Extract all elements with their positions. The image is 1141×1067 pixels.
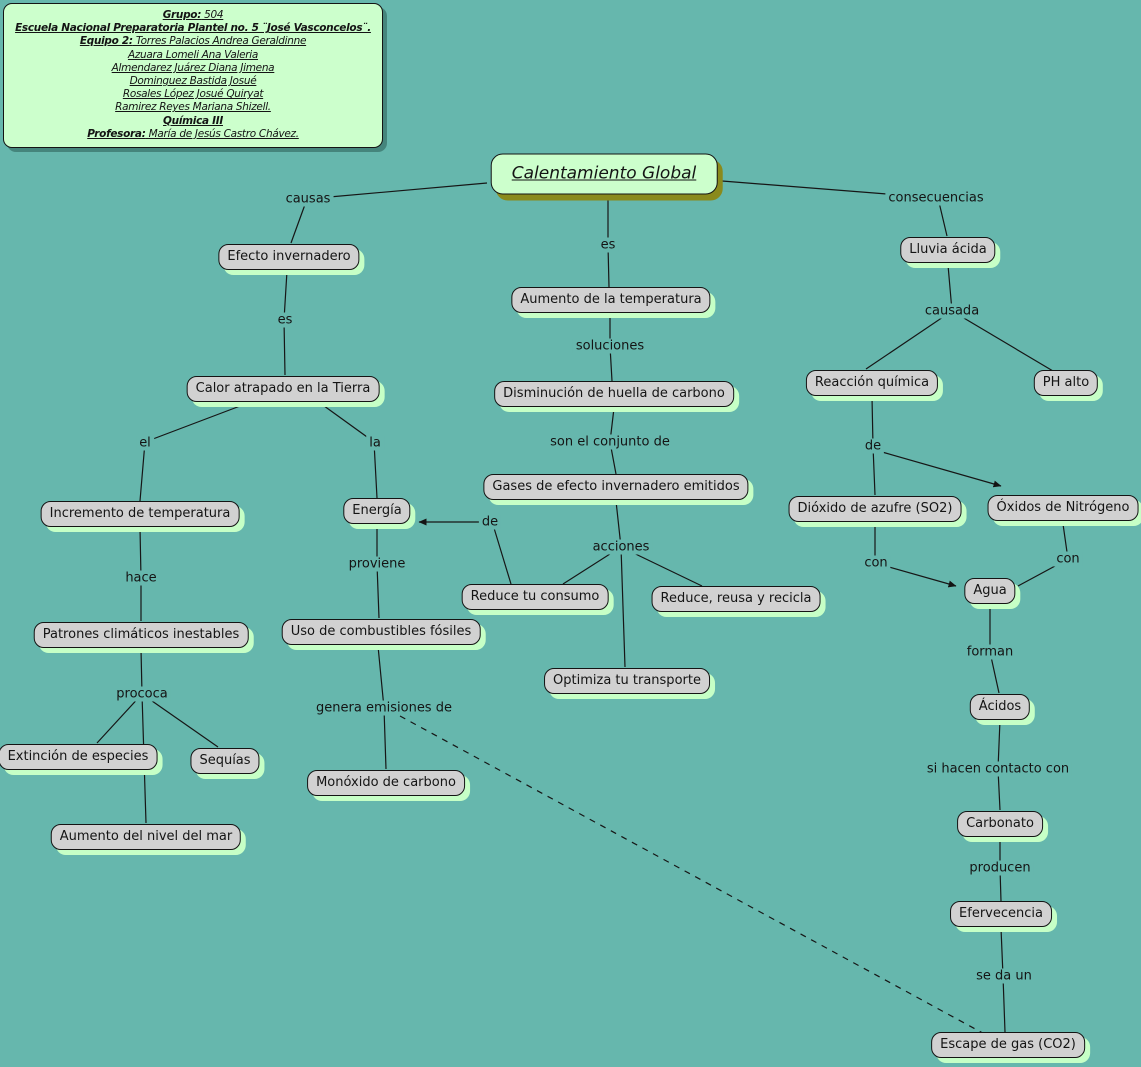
header-line: Ramirez Reyes Mariana Shizell. [5,101,381,114]
link-label-con-derecha[interactable]: con [1053,551,1083,567]
node-escape-gas-co2[interactable]: Escape de gas (CO2) [931,1032,1085,1058]
edge-dashed-genera-escape [399,715,991,1038]
link-label-se-da-un[interactable]: se da un [973,968,1035,984]
node-oxidos-nitrogeno[interactable]: Óxidos de Nitrógeno [987,495,1139,521]
node-gases-efecto-invernadero[interactable]: Gases de efecto invernadero emitidos [483,474,749,500]
header-line: Almendarez Juárez Diana Jimena [5,62,381,75]
header-line: Azuara Lomeli Ana Valeria [5,49,381,62]
link-label-proviene[interactable]: proviene [345,556,409,572]
link-label-la[interactable]: la [366,435,384,451]
node-ph-alto[interactable]: PH alto [1033,370,1099,396]
link-label-forman[interactable]: forman [963,644,1017,660]
node-patrones-climaticos[interactable]: Patrones climáticos inestables [33,622,249,648]
header-info-box[interactable]: Grupo: 504 Escuela Nacional Preparatoria… [3,3,383,149]
header-label: Química III [163,114,223,127]
link-label-prococa[interactable]: prococa [113,686,171,702]
node-calentamiento-global[interactable]: Calentamiento Global [490,153,718,195]
node-efervecencia[interactable]: Efervecencia [950,901,1052,927]
edge-reduceconsumo-de [493,527,512,585]
header-label: Grupo: [162,9,202,21]
node-reduce-reusa-recicla[interactable]: Reduce, reusa y recicla [651,586,821,612]
node-incremento-temperatura[interactable]: Incremento de temperatura [40,501,240,527]
link-label-producen[interactable]: producen [966,860,1034,876]
header-label: Escuela Nacional Preparatoria Plantel no… [15,22,371,35]
header-text: María de Jesús Castro Chávez. [145,127,299,140]
node-aumento-nivel-mar[interactable]: Aumento del nivel del mar [50,824,242,850]
node-reduce-tu-consumo[interactable]: Reduce tu consumo [461,584,609,610]
header-line: Escuela Nacional Preparatoria Plantel no… [5,22,381,35]
node-uso-combustibles-fosiles[interactable]: Uso de combustibles fósiles [281,619,481,645]
node-dioxido-azufre[interactable]: Dióxido de azufre (SO2) [788,496,962,522]
node-agua[interactable]: Agua [964,578,1016,604]
node-lluvia-acida[interactable]: Lluvia ácida [900,237,996,263]
link-label-de-centro[interactable]: de [478,514,502,530]
header-text: 504 [201,9,224,21]
link-label-si-hacen-contacto-con[interactable]: si hacen contacto con [923,761,1073,777]
header-text: Ramirez Reyes Mariana Shizell. [115,101,271,114]
edge-acciones-optimiza [620,546,626,668]
header-text: Dominguez Bastida Josué [129,75,257,88]
header-line: Dominguez Bastida Josué [5,75,381,88]
link-label-consecuencias[interactable]: consecuencias [885,190,987,206]
node-extincion-especies[interactable]: Extinción de especies [0,744,158,770]
header-line: Profesora: María de Jesús Castro Chávez. [5,128,381,141]
header-text: Azuara Lomeli Ana Valeria [127,48,259,61]
link-label-genera-emisiones-de[interactable]: genera emisiones de [313,700,455,716]
edge-energia-proviene-uso [376,525,380,619]
link-label-es-izquierda[interactable]: es [274,312,296,328]
edge-de-oxidos-arrow [881,451,1002,488]
node-disminucion-huella[interactable]: Disminución de huella de carbono [494,381,734,407]
node-calor-atrapado[interactable]: Calor atrapado en la Tierra [186,376,380,402]
link-label-soluciones[interactable]: soluciones [572,338,648,354]
node-aumento-de-la-temperatura[interactable]: Aumento de la temperatura [511,287,711,313]
edge-prococa-sequias [141,693,219,748]
header-line: Grupo: 504 [5,9,381,22]
header-line: Química III [5,115,381,128]
link-label-de-derecha[interactable]: de [861,438,885,454]
link-label-con-izquierda[interactable]: con [861,555,891,571]
header-line: Equipo 2: Torres Palacios Andrea Geraldi… [5,35,381,48]
link-label-hace[interactable]: hace [122,570,160,586]
node-optimiza-transporte[interactable]: Optimiza tu transporte [544,668,710,694]
node-energia[interactable]: Energía [343,498,411,524]
header-text: Rosales López Josué Quiryat [122,88,264,101]
header-label: Equipo 2: [79,35,133,48]
edge-calor-la-energia [319,402,378,499]
edge-causada-phalto [951,310,1054,372]
header-label: Profesora: [87,127,146,140]
node-efecto-invernadero[interactable]: Efecto invernadero [218,244,360,270]
node-sequias[interactable]: Sequías [190,748,260,774]
edge-calor-el-incremento [139,402,249,502]
node-reaccion-quimica[interactable]: Reacción química [805,370,939,396]
header-line: Rosales López Josué Quiryat [5,88,381,101]
node-monoxido-carbono[interactable]: Monóxido de carbono [307,770,465,796]
link-label-acciones[interactable]: acciones [589,539,653,555]
link-label-es-centro[interactable]: es [597,237,619,253]
node-acidos[interactable]: Ácidos [969,694,1031,720]
link-label-son-el-conjunto-de[interactable]: son el conjunto de [547,434,673,450]
link-label-causas[interactable]: causas [282,191,334,207]
link-label-causada[interactable]: causada [921,303,983,319]
header-text: Torres Palacios Andrea Geraldinne [132,35,307,48]
header-text: Almendarez Juárez Diana Jimena [111,61,275,74]
node-carbonato[interactable]: Carbonato [957,811,1043,837]
edge-dioxido-con-agua-arrow [874,522,957,588]
link-label-el[interactable]: el [136,435,154,451]
edge-title-consecuencias-lluvia [721,180,948,237]
